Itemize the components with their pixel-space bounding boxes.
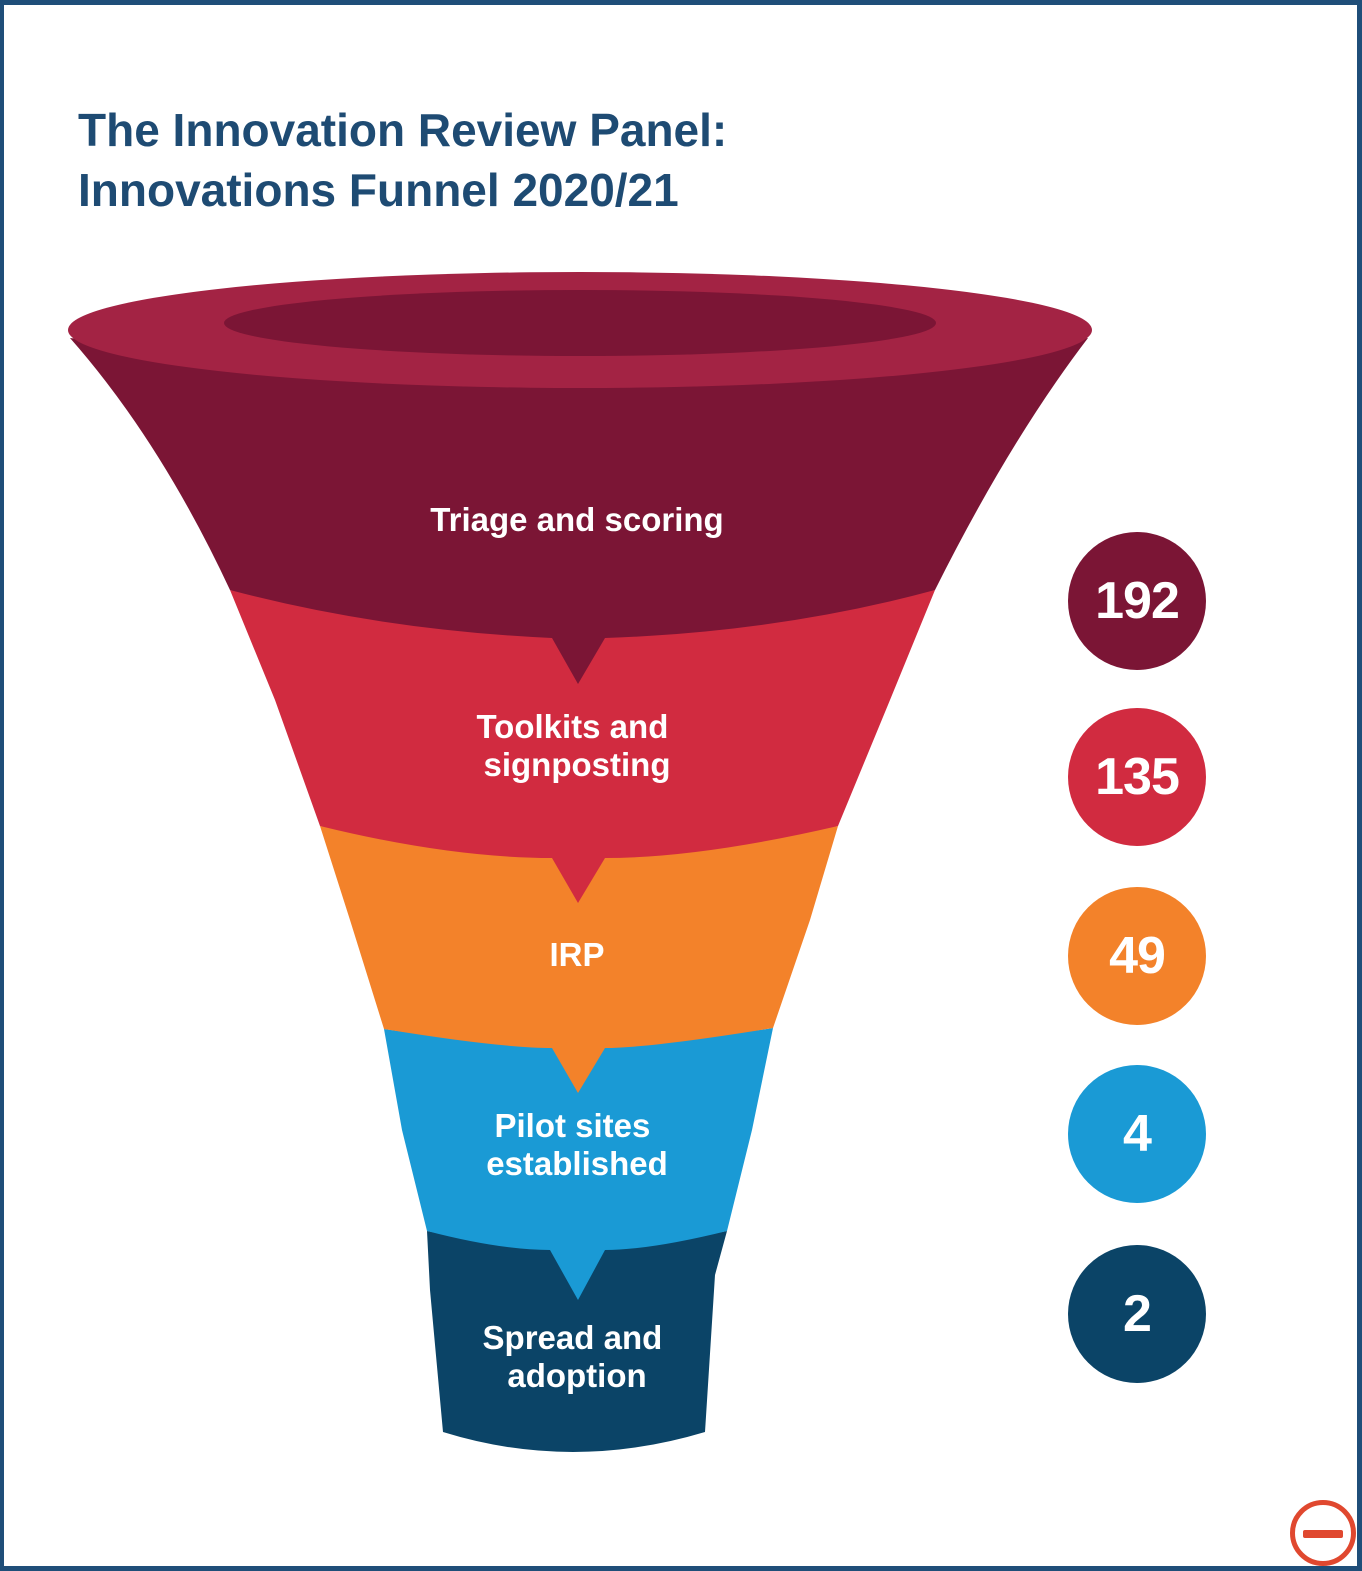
funnel-stage-spread-and-adoption: [427, 1231, 727, 1452]
stage-label-spread-and-adoption: Spread and adoption: [483, 1319, 672, 1394]
page-title: The Innovation Review Panel: Innovations…: [78, 100, 727, 220]
stage-label-line: Pilot sites: [494, 1107, 650, 1144]
count-badge-irp: 49: [1068, 887, 1206, 1025]
count-badge-spread-and-adoption: 2: [1068, 1245, 1206, 1383]
stage-label-line: established: [486, 1145, 668, 1182]
title-line-2: Innovations Funnel 2020/21: [78, 164, 679, 216]
stage-label-irp: IRP: [549, 936, 604, 973]
count-badge-pilot-sites-established: 4: [1068, 1065, 1206, 1203]
funnel-rim-opening: [224, 290, 936, 356]
stage-label-triage-and-scoring: Triage and scoring: [430, 501, 723, 538]
funnel-stage-pilot-sites-established: [384, 1028, 773, 1300]
stage-label-pilot-sites-established: Pilot sites established: [486, 1107, 668, 1182]
stage-label-line: IRP: [549, 936, 604, 973]
stage-label-line: Spread and: [483, 1319, 663, 1356]
count-badge-toolkits-and-signposting: 135: [1068, 708, 1206, 846]
stage-label-line: Triage and scoring: [430, 501, 723, 538]
stage-label-toolkits-and-signposting: Toolkits and signposting: [476, 708, 677, 783]
count-badge-triage-and-scoring: 192: [1068, 532, 1206, 670]
stage-label-line: Toolkits and: [476, 708, 668, 745]
minus-circle-icon: [1303, 1530, 1343, 1538]
stage-label-line: signposting: [484, 746, 671, 783]
funnel-stage-toolkits-and-signposting: [230, 590, 935, 903]
minus-circle-button[interactable]: [1290, 1500, 1356, 1566]
funnel-stage-triage-and-scoring: [70, 338, 1088, 684]
title-line-1: The Innovation Review Panel:: [78, 104, 728, 156]
stage-label-line: adoption: [507, 1357, 646, 1394]
funnel-stage-irp: [320, 826, 838, 1093]
